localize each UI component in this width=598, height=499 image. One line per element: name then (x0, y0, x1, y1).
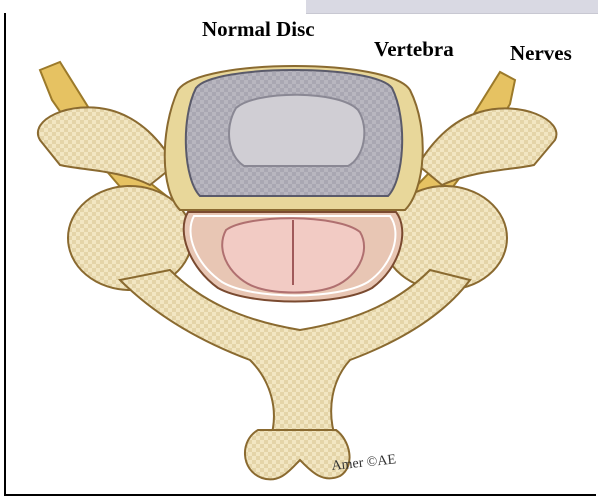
label-normal-disc: Normal Disc (202, 19, 315, 40)
left-transverse-process (38, 107, 175, 185)
right-transverse-process (418, 108, 556, 185)
label-vertebra: Vertebra (374, 39, 454, 60)
nucleus-pulposus (229, 95, 364, 166)
label-nerves: Nerves (510, 43, 572, 64)
